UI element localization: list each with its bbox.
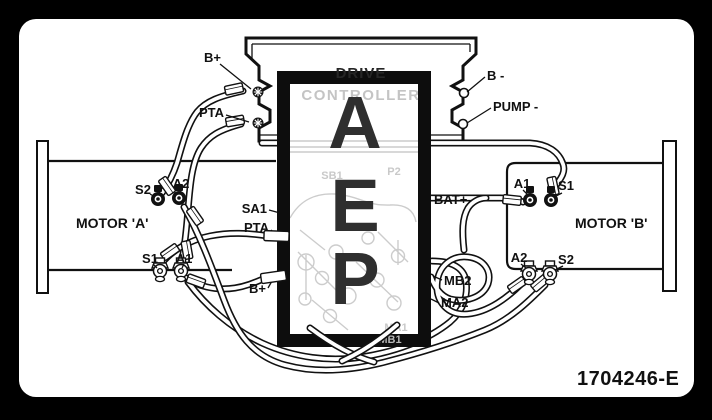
label-motor-a-a1: A1 bbox=[176, 251, 193, 266]
motor-a-flange bbox=[36, 140, 49, 294]
label-mb2: MB2 bbox=[444, 273, 471, 288]
label-controller-pump-minus: PUMP - bbox=[493, 99, 538, 114]
faded-label-sb1: SB1 bbox=[321, 170, 342, 182]
label-motor-a: MOTOR 'A' bbox=[76, 215, 149, 231]
controller-name-line1: DRIVE bbox=[336, 65, 387, 82]
controller-inner-outline bbox=[251, 43, 471, 136]
terminal-hole-pump-minus bbox=[457, 118, 469, 130]
watermark-faded-diagram: SB1 P2 MA1 bbox=[289, 140, 418, 334]
label-sa1: SA1 bbox=[242, 201, 267, 216]
motor-b-flange bbox=[662, 140, 677, 292]
aep-watermark: SB1 P2 MA1 CONTROLLER DRIVE A E P MB1 bbox=[277, 65, 431, 347]
label-controller-pta: PTA bbox=[199, 105, 225, 120]
controller-b-plus-stud bbox=[251, 85, 265, 99]
label-motor-a-s2: S2 bbox=[135, 182, 151, 197]
motor-b-outline bbox=[505, 161, 663, 271]
label-motor-b-s2: S2 bbox=[558, 252, 574, 267]
label-motor-b-a1: A1 bbox=[514, 176, 531, 191]
label-controller-b-plus: B+ bbox=[204, 50, 221, 65]
watermark-border bbox=[277, 71, 431, 347]
label-ma2: MA2 bbox=[441, 295, 468, 310]
faded-label-p2: P2 bbox=[387, 166, 400, 178]
label-controller-b-minus: B - bbox=[487, 68, 504, 83]
motor-b-body bbox=[505, 140, 677, 292]
label-pta-mid: PTA bbox=[244, 220, 270, 235]
terminal-hole-b-minus bbox=[458, 87, 470, 99]
label-motor-a-s1: S1 bbox=[142, 251, 158, 266]
controller-name-line2: CONTROLLER bbox=[301, 87, 420, 104]
cables-over-watermark bbox=[259, 229, 397, 362]
watermark-letter-a: A bbox=[328, 81, 381, 164]
label-motor-b-a2: A2 bbox=[511, 250, 528, 265]
part-number: 1704246-E bbox=[577, 368, 679, 390]
controller-pta-stud bbox=[251, 116, 265, 130]
label-b-plus-mid: B+ bbox=[249, 281, 266, 296]
label-motor-a-a2: A2 bbox=[173, 176, 190, 191]
motor-a-body bbox=[36, 140, 276, 294]
border-crossing-connectors bbox=[259, 229, 290, 285]
label-motor-b-s1: S1 bbox=[558, 178, 574, 193]
label-motor-b: MOTOR 'B' bbox=[575, 215, 648, 231]
label-bat-plus: BAT+ bbox=[434, 192, 468, 207]
watermark-letter-p: P bbox=[330, 237, 379, 320]
watermark-letter-e: E bbox=[330, 164, 379, 247]
